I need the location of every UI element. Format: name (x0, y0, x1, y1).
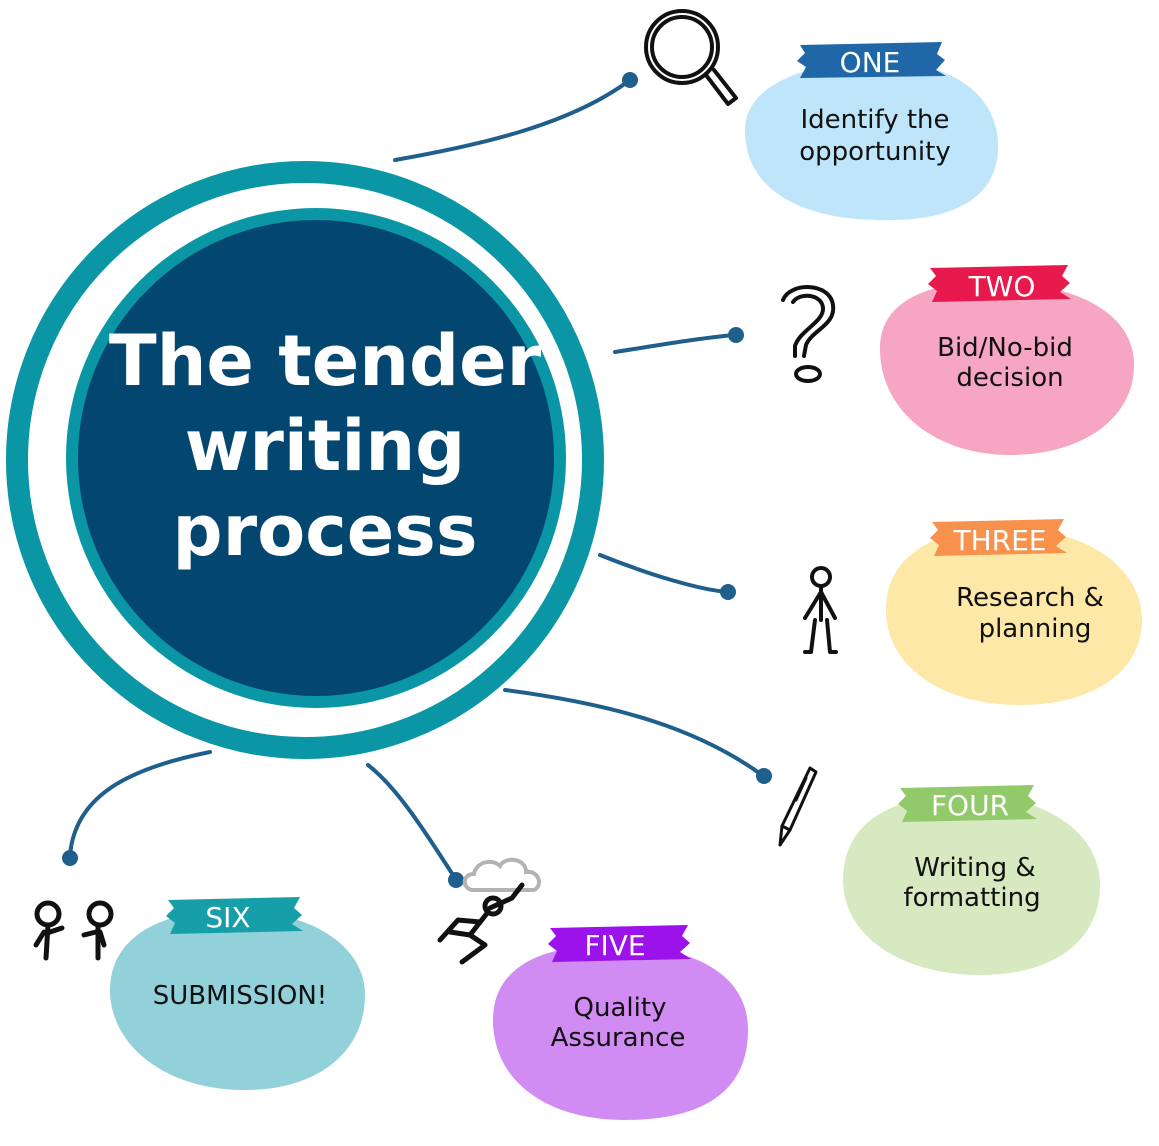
step-four-tag (898, 785, 1037, 822)
connector-dot-four (756, 768, 772, 784)
step-one: ONE Identify the opportunity (644, 9, 999, 221)
step-one-tag-label: ONE (840, 46, 901, 79)
step-six: SIX SUBMISSION! (33, 897, 365, 1090)
step-two-tag (928, 265, 1071, 302)
step-four-text-line-1: Writing & (914, 853, 1035, 883)
connectors (68, 78, 764, 880)
step-five-text-line-1: Quality (574, 993, 667, 1023)
step-two-blob (879, 282, 1134, 455)
two-people-icon (33, 900, 114, 961)
step-three: THREE Research & planning (803, 519, 1142, 705)
outer-ring (6, 161, 604, 759)
step-three-tag-label: THREE (953, 524, 1047, 557)
step-three-tag (930, 519, 1067, 556)
connector-dots (62, 72, 772, 888)
step-five-tag (548, 925, 691, 962)
step-three-text-line-1: Research & (956, 583, 1104, 613)
connector-two (613, 333, 737, 354)
cloud-icon (462, 857, 542, 892)
step-five: FIVE Quality Assurance (437, 857, 748, 1120)
connector-five (366, 763, 457, 880)
step-one-tag (797, 42, 946, 78)
step-six-blob (110, 910, 365, 1090)
step-four-blob (843, 795, 1100, 975)
connector-one (393, 78, 632, 162)
central-circle: The tender writing process (6, 161, 604, 759)
flying-person-icon (437, 882, 525, 965)
title-line-3: process (172, 490, 477, 572)
step-four: FOUR Writing & formatting (778, 766, 1100, 975)
step-three-blob (886, 528, 1142, 705)
connector-dot-one (622, 72, 638, 88)
step-five-blob (493, 945, 748, 1120)
step-four-text-line-2: formatting (903, 883, 1040, 913)
step-six-text-line-1: SUBMISSION! (153, 981, 327, 1011)
connector-dot-three (720, 584, 736, 600)
step-one-text-line-2: opportunity (799, 137, 950, 167)
standing-person-icon (803, 566, 838, 654)
pen-icon (778, 766, 818, 847)
step-two-tag-label: TWO (968, 270, 1036, 303)
step-two-text-line-1: Bid/No-bid (937, 333, 1073, 363)
step-four-tag-label: FOUR (931, 789, 1009, 822)
question-mark-icon (781, 285, 836, 383)
step-two: TWO Bid/No-bid decision (781, 265, 1134, 455)
connector-dot-five (448, 872, 464, 888)
magnifying-glass-icon (644, 9, 738, 106)
connector-dot-two (728, 327, 744, 343)
step-three-text-line-2: planning (979, 614, 1092, 644)
inner-circle (78, 220, 554, 696)
connector-four (503, 688, 764, 777)
step-one-blob (745, 61, 999, 221)
step-six-tag-label: SIX (205, 901, 250, 934)
connector-dot-six (62, 850, 78, 866)
title-line-1: The tender (109, 320, 542, 402)
connector-three (598, 553, 730, 594)
step-one-text-line-1: Identify the (800, 105, 949, 135)
connector-six (68, 750, 212, 857)
title-line-2: writing (185, 405, 466, 487)
step-five-text-line-2: Assurance (551, 1023, 686, 1053)
step-five-tag-label: FIVE (584, 929, 645, 962)
step-two-text-line-2: decision (956, 363, 1063, 393)
step-six-tag (166, 897, 303, 934)
